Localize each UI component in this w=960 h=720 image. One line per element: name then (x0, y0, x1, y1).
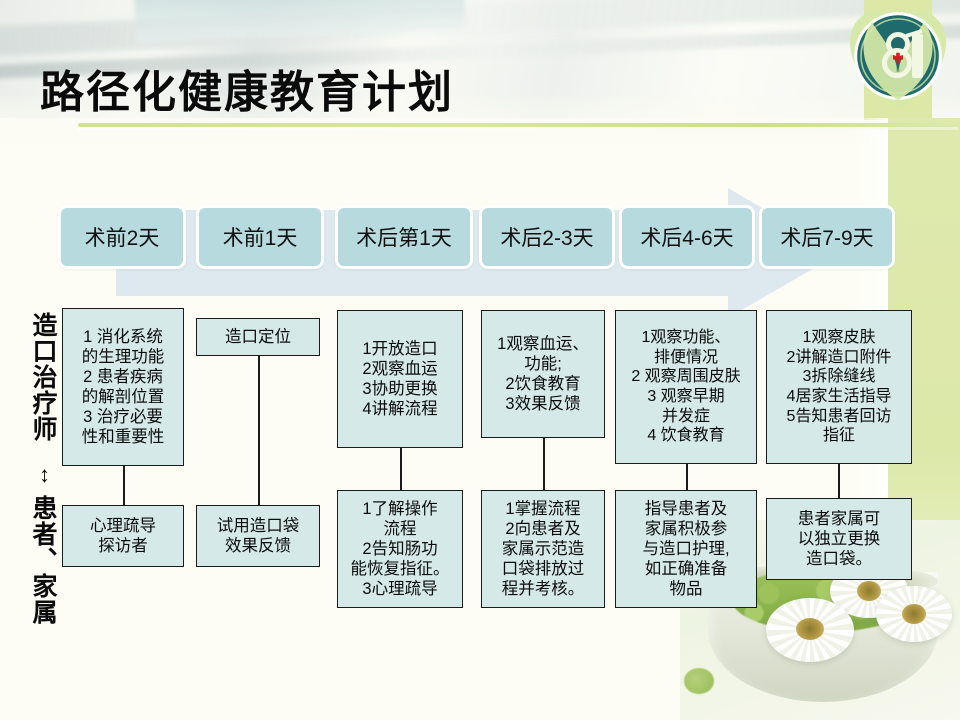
red-cross-icon (893, 52, 903, 63)
daisy-flower-icon (766, 598, 854, 662)
header-fade-overlay (0, 96, 960, 144)
therapist-box-2[interactable]: 造口定位 (196, 318, 320, 356)
patient-box-4[interactable]: 1掌握流程 2向患者及 家属示范造 口袋排放过 程并考核。 (481, 490, 605, 608)
connector-line (400, 447, 402, 490)
connector-line (686, 463, 688, 490)
axis-label-patient-family: 患者、家属 (29, 495, 57, 625)
hospital-emblem-logo (842, 6, 954, 118)
timeline-stage-6[interactable]: 术后7-9天 (759, 205, 895, 269)
timeline-stage-4[interactable]: 术后2-3天 (479, 205, 615, 269)
patient-box-5[interactable]: 指导患者及 家属积极参 与造口护理, 如正确准备 物品 (615, 490, 757, 608)
timeline-stage-1[interactable]: 术前2天 (58, 205, 186, 269)
patient-box-6[interactable]: 患者家属可 以独立更换 造口袋。 (766, 498, 912, 580)
timeline-stage-2[interactable]: 术前1天 (196, 205, 324, 269)
therapist-box-1[interactable]: 1 消化系统 的生理功能 2 患者疾病 的解剖位置 3 治疗必要 性和重要性 (62, 308, 184, 466)
timeline-stage-3[interactable]: 术后第1天 (335, 205, 473, 269)
connector-line (838, 463, 840, 498)
patient-box-3[interactable]: 1了解操作 流程 2告知肠功 能恢复指征。 3心理疏导 (337, 490, 463, 608)
axis-label-bidirectional-arrow-icon: ↕ (32, 462, 57, 488)
page-title: 路径化健康教育计划 (40, 68, 454, 117)
axis-label-therapist: 造口治疗师 (29, 312, 57, 442)
therapist-box-5[interactable]: 1观察功能、 排便情况 2 观察周围皮肤 3 观察早期 并发症 4 饮食教育 (615, 310, 757, 464)
therapist-box-4[interactable]: 1观察血运、 功能; 2饮食教育 3效果反馈 (481, 310, 605, 438)
title-divider-rule (78, 123, 958, 127)
daisy-flower-icon (876, 586, 952, 642)
timeline-stage-5[interactable]: 术后4-6天 (619, 205, 755, 269)
title-divider-highlight (78, 127, 958, 130)
logo-number-81 (882, 29, 923, 78)
therapist-box-3[interactable]: 1开放造口 2观察血运 3协助更换 4讲解流程 (337, 310, 463, 448)
patient-box-2[interactable]: 试用造口袋 效果反馈 (196, 505, 320, 567)
patient-box-1[interactable]: 心理疏导 探访者 (62, 505, 184, 567)
connector-line (543, 438, 545, 490)
therapist-box-6[interactable]: 1观察皮肤 2讲解造口附件 3拆除缝线 4居家生活指导 5告知患者回访 指征 (766, 310, 912, 464)
moss-sprig-decor (684, 668, 714, 694)
connector-line (123, 465, 125, 505)
connector-line (258, 355, 260, 505)
